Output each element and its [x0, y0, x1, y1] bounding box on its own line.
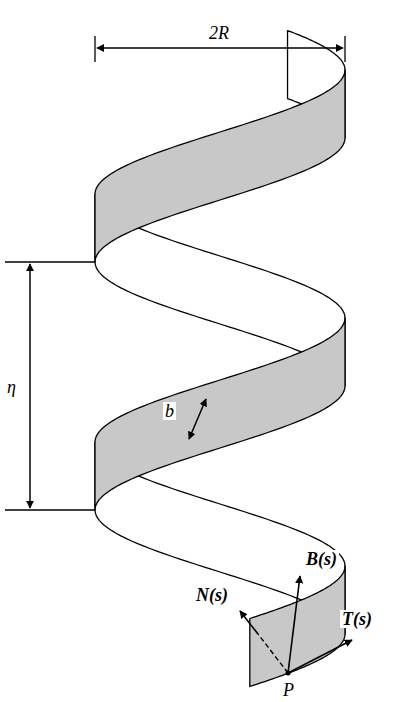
dimension-label: η [5, 378, 18, 396]
dimension-arrow [29, 264, 31, 508]
point-label: P [281, 681, 296, 699]
point-marker [286, 671, 291, 676]
vector-label: T(s) [340, 610, 374, 628]
ribbon-front-faces [95, 70, 345, 687]
vector-label: N(s) [194, 586, 230, 604]
dimension-arrow [97, 47, 343, 49]
dimension-tick [5, 261, 95, 262]
dimension-tick [344, 36, 345, 62]
ribbon-back-faces [95, 31, 345, 634]
dimension-tick [94, 36, 95, 62]
vector-label: B(s) [304, 550, 339, 568]
dimension-label: b [163, 402, 176, 420]
tangent-vector [288, 640, 352, 673]
ribbon-face [95, 318, 345, 510]
normal-vector [240, 611, 258, 634]
dimension-tick [5, 509, 95, 510]
width-arrow [189, 399, 206, 439]
dimension-label: 2R [207, 24, 231, 42]
binormal-vector [288, 576, 300, 673]
normal-vector-hidden [258, 634, 288, 673]
ribbon-face [95, 70, 345, 262]
